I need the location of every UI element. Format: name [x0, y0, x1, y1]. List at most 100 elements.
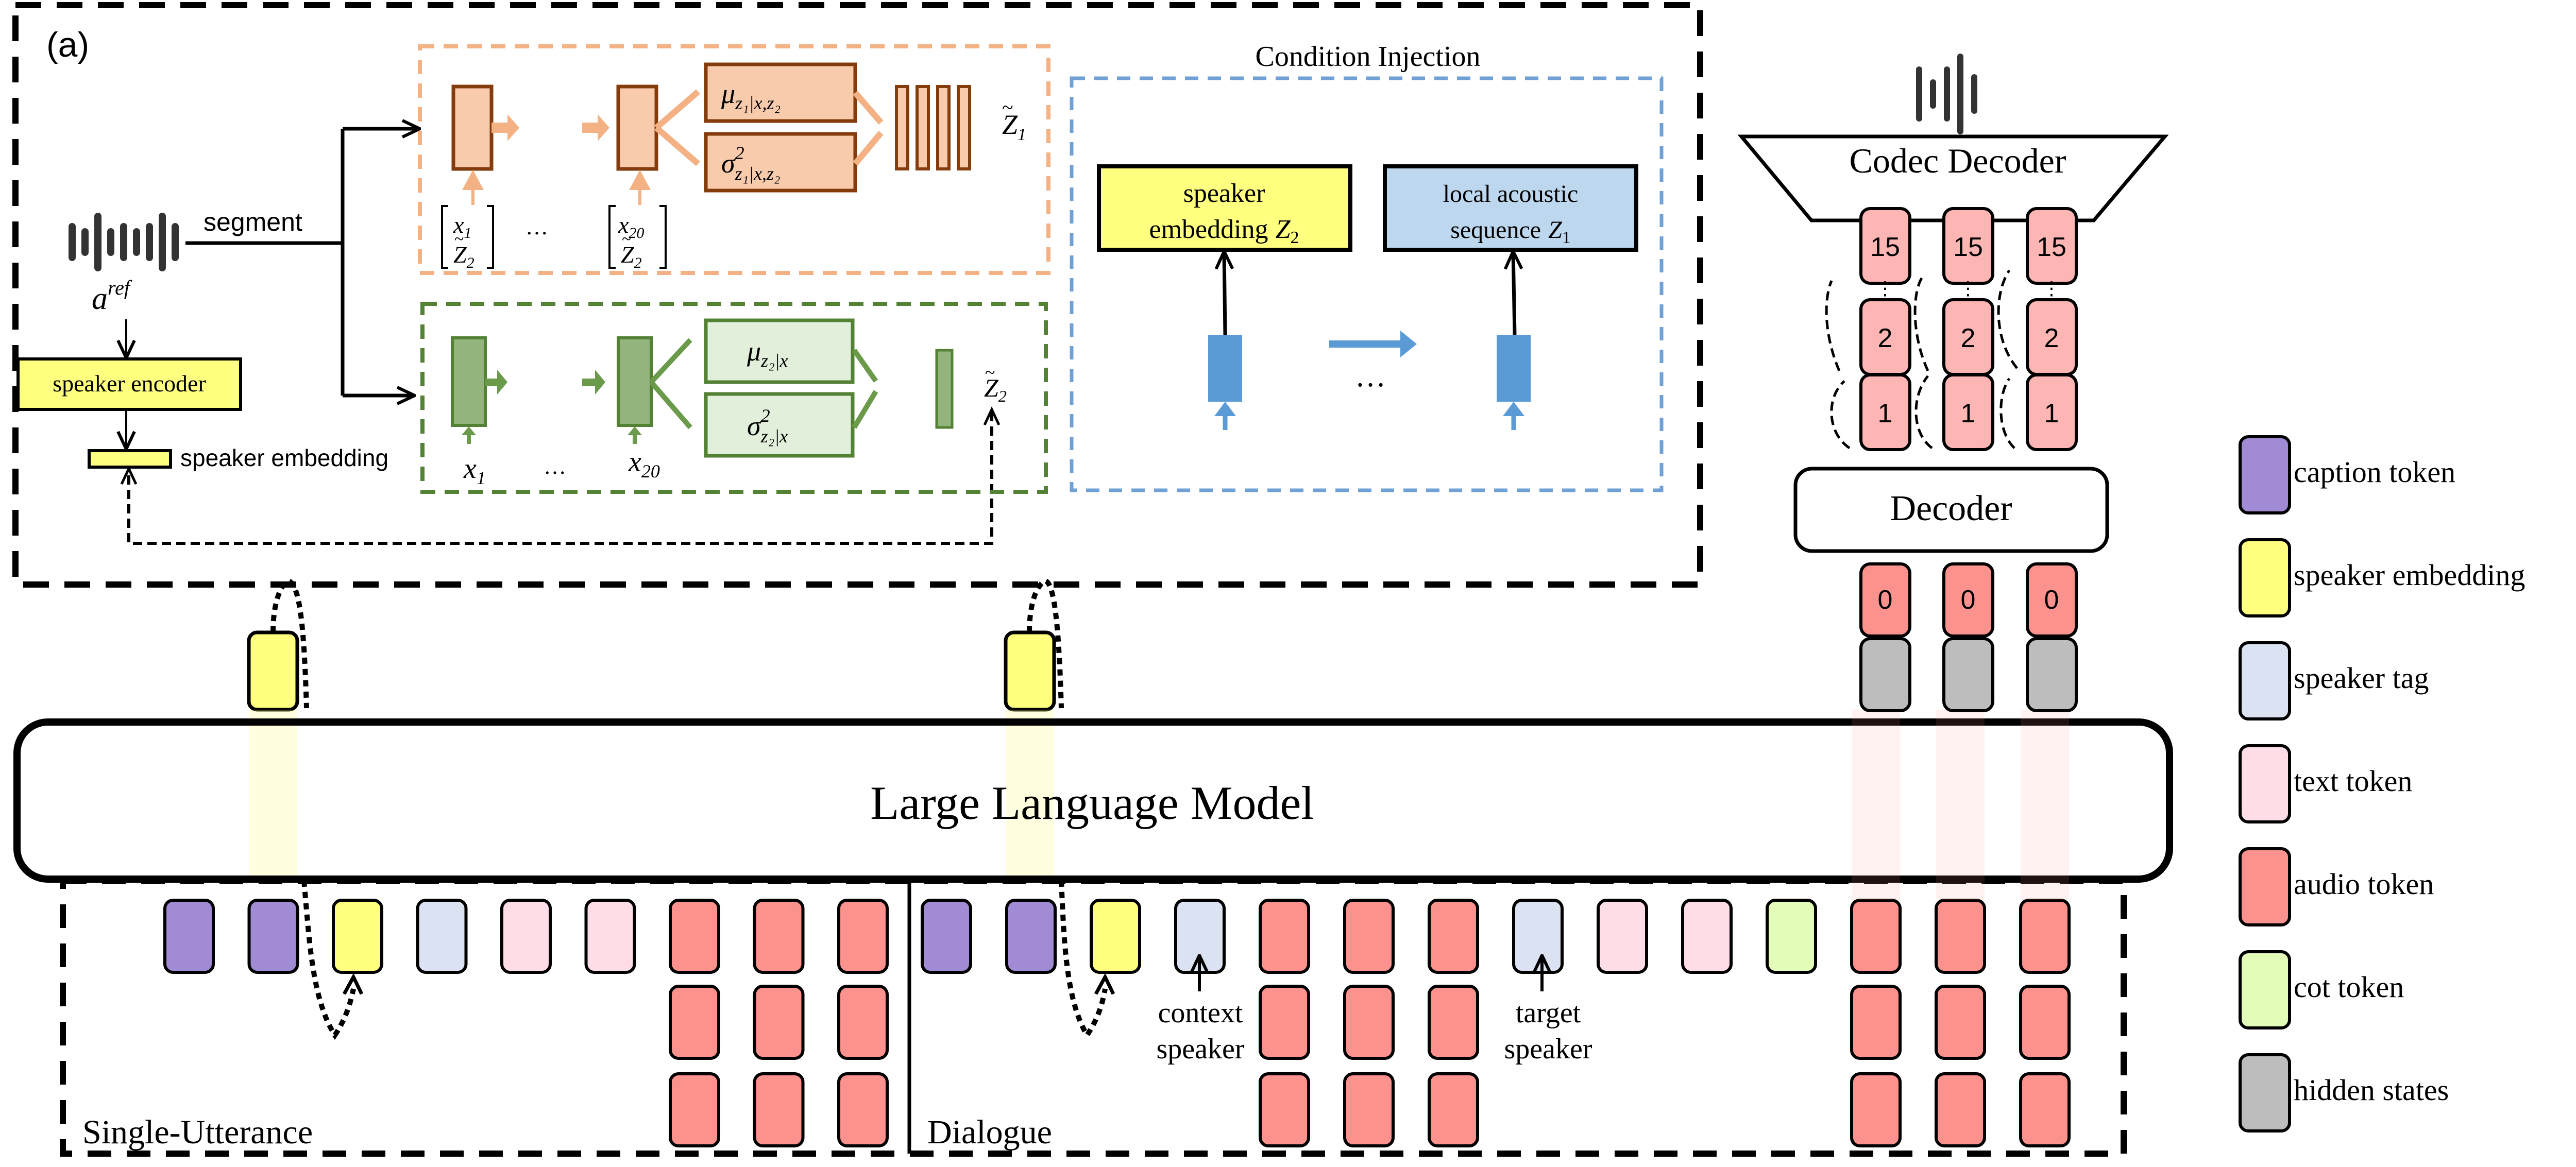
panel-a-border: [12, 2, 1703, 588]
feedback-arrow: [127, 412, 993, 545]
codec-base-token: [1942, 562, 1994, 638]
codec-layer-label: 15: [1953, 232, 1983, 262]
dialogue-token-text: [1681, 899, 1733, 974]
local-acoustic-z1-box: [1383, 164, 1638, 252]
green-mu-box: [704, 318, 855, 384]
svg-text:~: ~: [985, 362, 995, 383]
decoder-label: Decoder: [1890, 489, 2012, 528]
svg-text:x1: x1: [453, 212, 471, 242]
green-input-last: x20: [628, 446, 660, 482]
panel-a-label: (a): [46, 25, 89, 64]
codec-layer-15: [1859, 207, 1911, 285]
codec-layer-label: 1: [1961, 399, 1976, 428]
dialogue-token-audio-depth: [1850, 985, 1902, 1060]
output-waveform-icon: [1916, 54, 1977, 134]
green-mu-label: μz₂|x: [747, 336, 788, 371]
dialogue-token-caption: [1005, 899, 1057, 974]
context-speaker-label-1: context: [1158, 997, 1243, 1029]
dialogue-token-audio-depth: [1343, 985, 1395, 1060]
legend-label-audio: audio token: [2294, 867, 2434, 901]
single-token-audio: [669, 899, 720, 974]
dialogue-token-audio-depth: [1935, 985, 1986, 1060]
single-token-caption: [163, 899, 215, 974]
codec-base-label: 0: [1878, 585, 1893, 615]
single-token-caption: [247, 899, 299, 974]
green-ellipsis: …: [544, 454, 566, 479]
codec-layer-label: 15: [1870, 232, 1900, 262]
blue-cell-last: [1497, 335, 1531, 402]
legend-swatch-text: [2239, 744, 2291, 823]
orange-ellipsis: …: [526, 214, 548, 239]
orange-cell-last: [616, 84, 658, 171]
decoder-box: [1793, 467, 2109, 553]
legend-swatch-hidden: [2239, 1053, 2291, 1132]
codec-hidden-state: [1942, 637, 1994, 712]
green-input-first: x1: [463, 453, 486, 488]
codec-layer-1: [2026, 373, 2078, 451]
audio-highlight: [1936, 710, 1985, 900]
speaker-encoder-label: speaker encoder: [53, 370, 206, 397]
single-token-audio: [837, 899, 889, 974]
codec-vertical-ellipsis: ⋮: [1959, 278, 1977, 299]
waveform-icon: [69, 213, 179, 271]
orange-input-last: x20 Z2 ~: [608, 205, 667, 271]
codec-layer-label: 1: [2044, 399, 2059, 428]
llm-label: Large Language Model: [870, 777, 1314, 829]
speaker-embedding-label: speaker embedding: [180, 444, 388, 471]
legend-swatch-speaker-embedding: [2239, 538, 2291, 617]
green-sigma-box: [704, 392, 855, 458]
codec-base-label: 0: [2044, 585, 2059, 615]
dialogue-token-audio-depth: [1850, 1072, 1902, 1147]
codec-layer-label: 2: [1878, 323, 1893, 353]
condition-ellipsis: …: [1355, 359, 1386, 393]
codec-decoder-trapezoid: [1737, 134, 2169, 222]
svg-text:~: ~: [622, 230, 631, 249]
dialogue-token-audio: [1428, 899, 1479, 974]
orange-input-first: x1 Z2 ~: [441, 205, 494, 271]
codec-layer-label: 15: [2037, 232, 2066, 262]
orange-output-label: Z1: [1002, 109, 1026, 144]
svg-text:x20: x20: [618, 212, 644, 242]
dialogue-token-audio: [1343, 899, 1395, 974]
single-utterance-label: Single-Utterance: [82, 1113, 313, 1151]
codec-layer-label: 2: [1961, 323, 1976, 353]
legend-label-speaker-tag: speaker tag: [2294, 661, 2429, 695]
sequence-panel-border: [60, 878, 2127, 1157]
dialogue-label: Dialogue: [927, 1113, 1052, 1151]
codec-base-label: 0: [1961, 585, 1976, 615]
orange-sigma-box: [704, 132, 857, 193]
legend-swatch-cot: [2239, 950, 2291, 1029]
codec-base-token: [2026, 562, 2078, 638]
single-token-speaker-tag: [416, 899, 468, 974]
single-token-audio-depth: [753, 1072, 805, 1147]
context-speaker-label-2: speaker: [1156, 1033, 1244, 1065]
dialogue-token-audio-depth: [1259, 985, 1310, 1060]
legend-label-caption: caption token: [2294, 455, 2455, 489]
svg-text:Z2: Z2: [453, 242, 474, 271]
dialogue-token-cot: [1766, 899, 1817, 974]
codec-vertical-ellipsis: ⋮: [2042, 278, 2061, 299]
audio-highlight: [2021, 710, 2069, 900]
legend-label-text: text token: [2294, 764, 2412, 798]
green-cell-last: [617, 336, 653, 427]
dialogue-token-audio-depth: [1428, 1072, 1479, 1147]
single-token-audio-depth: [669, 985, 720, 1060]
codec-layer-label: 2: [2044, 323, 2059, 353]
codec-layer-label: 1: [1878, 399, 1893, 428]
condition-injection-border: [1070, 76, 1664, 492]
dialogue-token-audio: [1935, 899, 1986, 974]
sequence-panel: Single-Utterance Dialogue context speake…: [60, 710, 2127, 1157]
legend-swatch-speaker-tag: [2239, 641, 2291, 720]
depth-arrows: [1825, 269, 2018, 450]
speaker-embedding-bar: [88, 449, 172, 469]
dialogue-token-audio: [1850, 899, 1902, 974]
dialogue-token-caption: [921, 899, 972, 974]
codec-base-token: [1859, 562, 1911, 638]
codec-hidden-state: [2026, 637, 2078, 712]
green-branch-border: [420, 302, 1048, 494]
